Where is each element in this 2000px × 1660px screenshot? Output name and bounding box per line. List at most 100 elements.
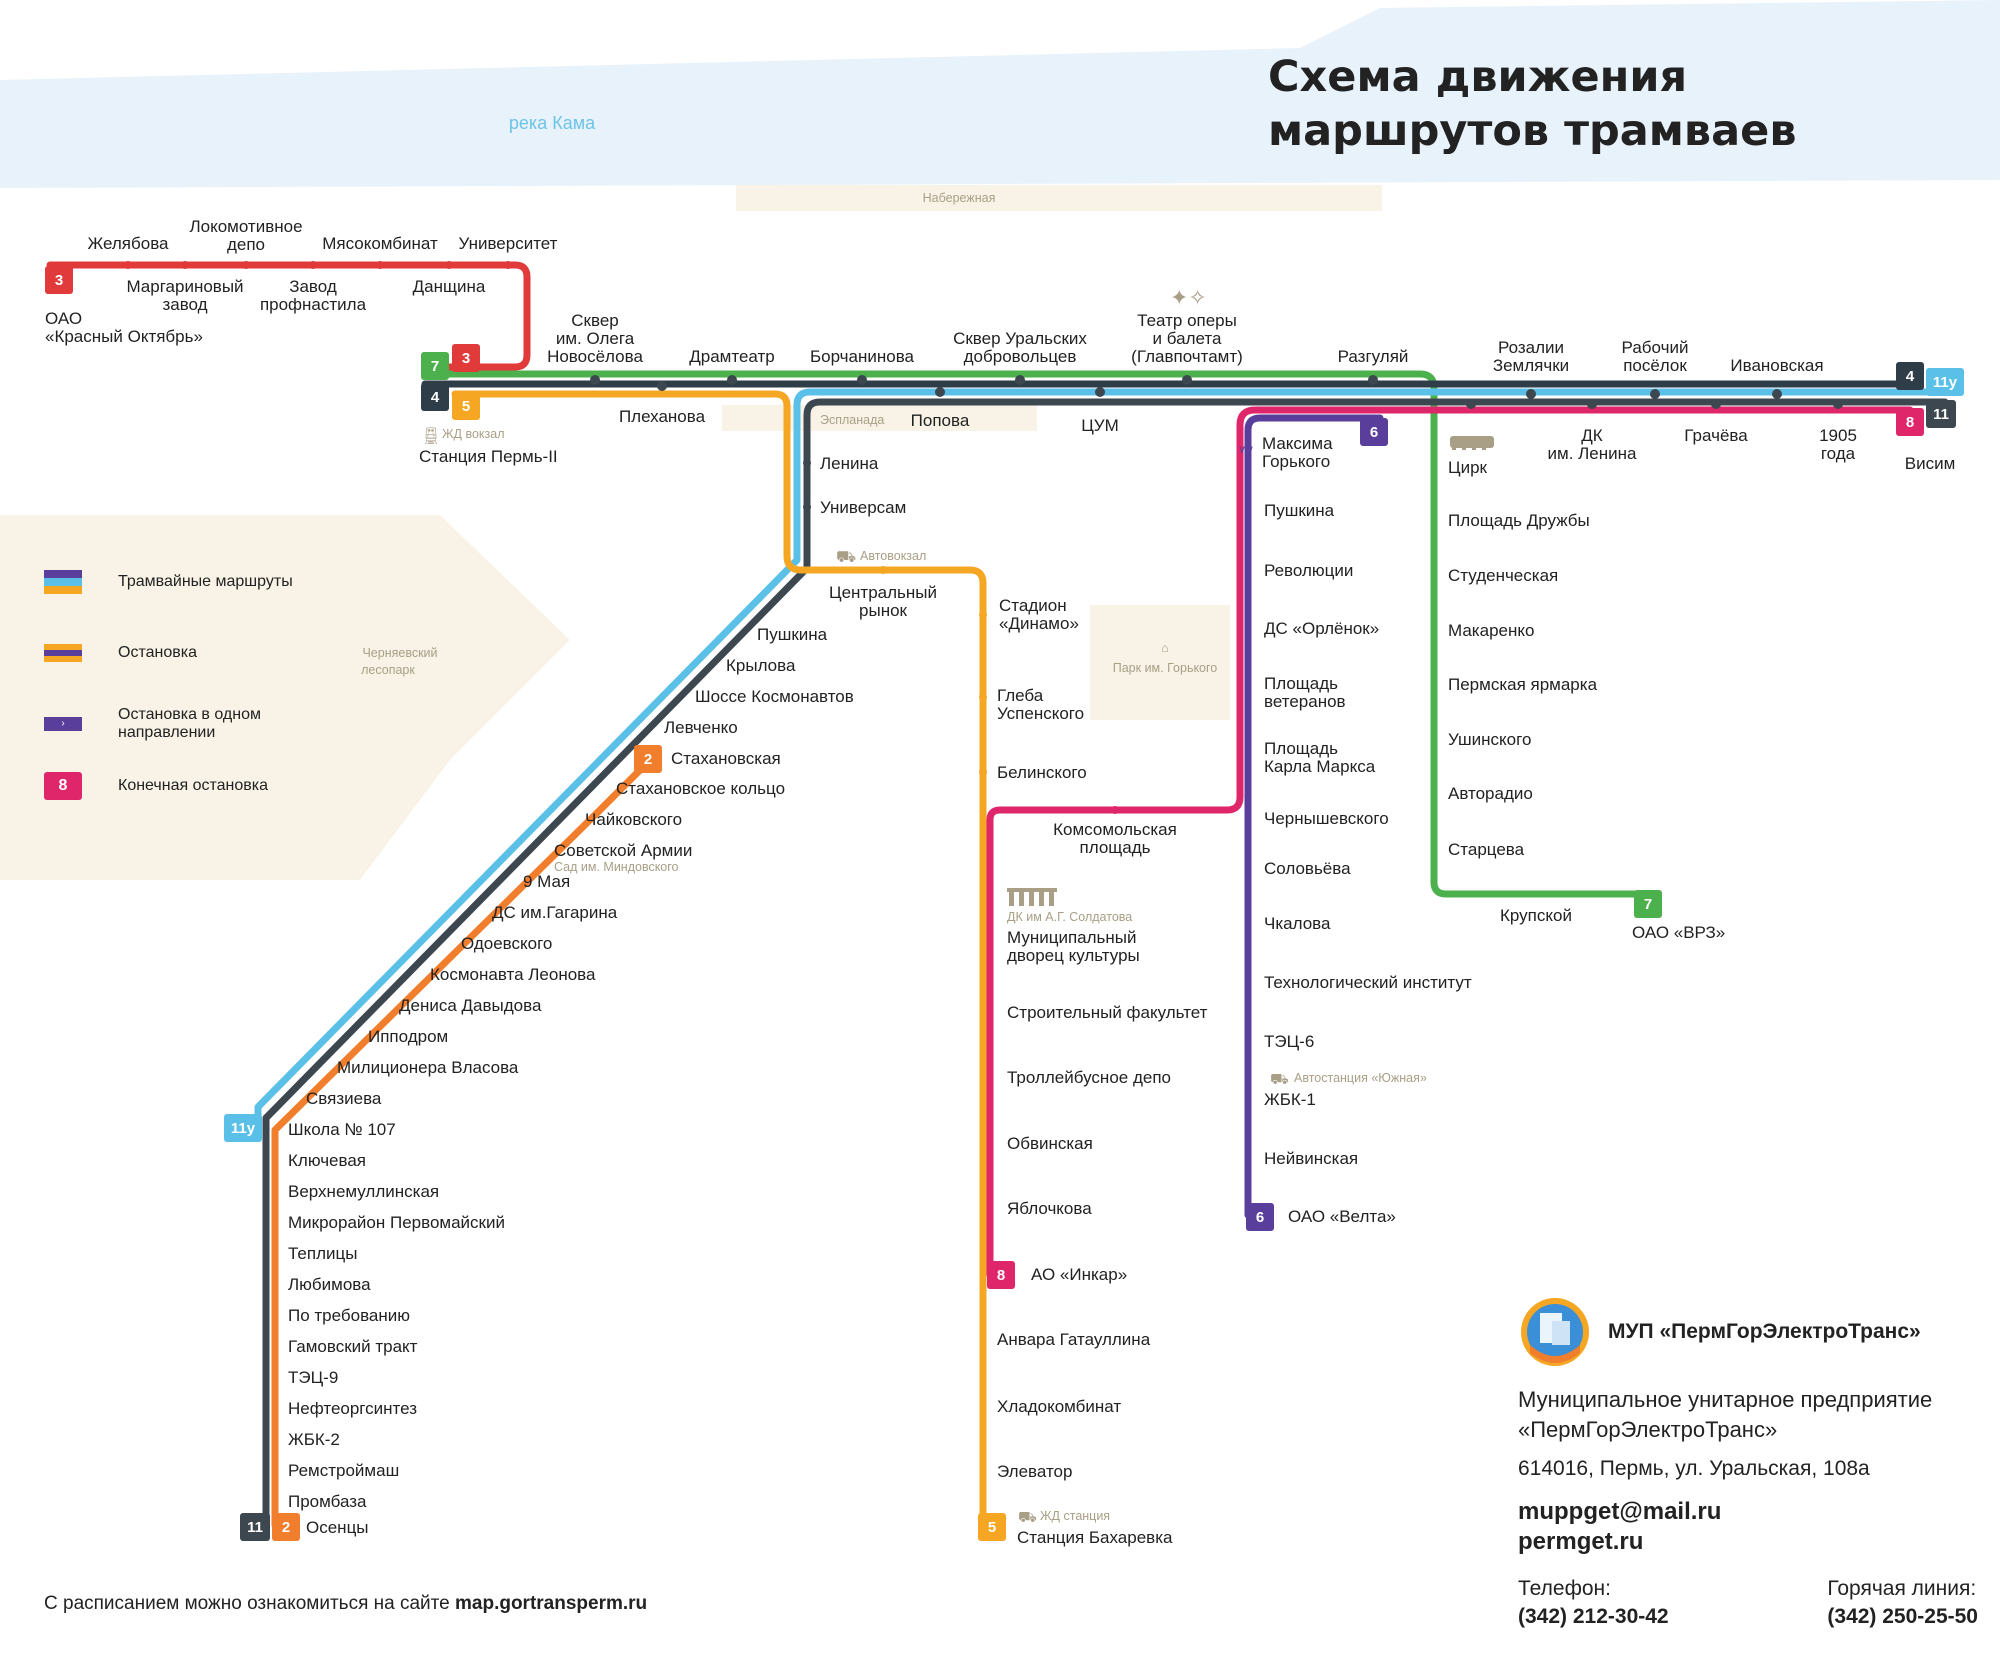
station-razgulyai: Разгуляй [1338,347,1409,366]
ballet-icon: ✦✧ [1170,286,1207,311]
station-zhelyabova: Желябова [88,234,170,253]
legend-routes-label: Трамвайные маршруты [118,573,293,590]
station-chaikovskogo: Чайковского [585,810,682,829]
phone-number[interactable]: (342) 212-30-42 [1518,1605,1669,1628]
station-gamovsky: Гамовский тракт [288,1337,418,1356]
stop-dot-stadion [979,611,987,619]
station-shosse: Шоссе Космонавтов [695,687,854,706]
route-3-line [46,261,531,371]
station-gleba-1: Глеба [997,686,1044,705]
station-borchaninova: Борчанинова [810,347,915,366]
station-gleba-2: Успенского [997,704,1084,723]
station-leonova: Космонавта Леонова [430,965,596,984]
station-lokomotiv-2: депо [227,235,265,254]
legend-terminal-label: Конечная остановка [118,777,269,794]
station-mundvor-1: Муниципальный [1007,928,1137,947]
station-may9: 9 Мая [523,872,570,891]
station-rabochiy-1: Рабочий [1622,338,1689,357]
badge-4-right-text: 4 [1906,368,1915,385]
station-rabochiy-2: посёлок [1623,356,1687,375]
station-velta: ОАО «Велта» [1288,1207,1396,1226]
poi-sad: Сад им. Миндовского [554,860,679,874]
station-orlenok: ДС «Орлёнок» [1264,619,1379,638]
stop-dot-1905 [1833,399,1843,409]
hotline-number[interactable]: (342) 250-25-50 [1827,1605,1978,1628]
legend-oneway: › Остановка в одном направлении [44,706,298,742]
station-vlasova: Милиционера Власова [337,1058,519,1077]
badge-3-mid-text: 3 [462,350,470,367]
station-inkar: АО «Инкар» [1031,1265,1127,1284]
route-2-line [271,754,656,1529]
station-khladokomb: Хладокомбинат [997,1397,1121,1416]
station-rozalii-2: Землячки [1493,356,1569,375]
embankment-area [736,185,1382,211]
station-zhbk1: ЖБК-1 [1264,1090,1316,1109]
river-area [0,0,2000,188]
station-tsrynok-2: рынок [859,601,908,620]
stop-dot-zavod [309,261,317,269]
station-ivanovskaya: Ивановская [1730,356,1823,375]
station-skver-3: Новосёлова [547,347,643,366]
station-student: Студенческая [1448,566,1558,585]
route-7-line [421,370,1656,898]
badge-5-left-text: 5 [462,398,470,415]
badge-5-end [978,1513,1006,1541]
station-davydova: Дениса Давыдова [399,996,542,1015]
station-popova: Попова [911,411,970,430]
badge-7-left-text: 7 [431,358,439,375]
station-dramteatr: Драмтеатр [689,347,774,366]
station-levchenko: Левченко [664,718,738,737]
badge-3-mid [452,344,480,372]
schedule-footer: С расписанием можно ознакомиться на сайт… [44,1593,647,1615]
company-email-link[interactable]: muppget@mail.ru [1518,1498,1722,1525]
station-veteran-1: Площадь [1264,674,1338,693]
station-1905-2: года [1821,444,1856,463]
station-odoevskogo: Одоевского [461,934,552,953]
stop-dot-lokomotiv [242,261,250,269]
badge-4-left-text: 4 [431,389,440,406]
station-druzhby: Площадь Дружбы [1448,511,1590,530]
station-remstroy: Ремстроймаш [288,1461,399,1480]
poi-dk-sold: ДК им А.Г. Солдатова [1007,910,1132,924]
stop-dot-margarin [181,261,189,269]
station-stadion-2: «Динамо» [999,614,1079,633]
badge-11-end [240,1513,270,1541]
stop-dot-teatr [1182,375,1192,385]
station-bakharevka: Станция Бахаревка [1017,1528,1173,1547]
badge-11-end-text: 11 [247,1519,263,1536]
badge-5-left [452,392,480,420]
stop-dot-skver [590,375,600,385]
station-nefteorg: Нефтеоргсинтез [288,1399,417,1418]
badge-6-top [1360,418,1388,446]
station-pervomaisky: Микрорайон Первомайский [288,1213,505,1232]
esplanada-area [722,405,1037,431]
company-phones: Телефон: (342) 212-30-42 Горячая линия: … [1518,1577,1978,1629]
train-icon-zhd-vokzal: 🚆︎ [421,426,441,445]
badge-8-right [1896,408,1924,436]
station-rozalii-1: Розалии [1498,338,1564,357]
station-makarenko: Макаренко [1448,621,1534,640]
station-visim: Висим [1905,454,1956,473]
stop-dot-ivanovskaya [1772,389,1782,399]
badge-4-left [421,383,449,411]
station-danshina: Данщина [413,277,486,296]
footer-link[interactable]: map.gortransperm.ru [455,1593,648,1614]
station-stadion-1: Стадион [999,596,1067,615]
station-vrz: ОАО «ВРЗ» [1632,923,1725,942]
station-pushkina-l: Пушкина [757,625,828,644]
badge-6-end-text: 6 [1256,1209,1264,1226]
badge-4-right [1896,362,1924,390]
station-myaso: Мясокомбинат [322,234,438,253]
station-klyuchevaya: Ключевая [288,1151,366,1170]
station-belinskogo: Белинского [997,763,1087,782]
stop-dot-universam [803,503,811,511]
company-site-link[interactable]: permget.ru [1518,1528,1644,1555]
station-komsom-1: Комсомольская [1053,820,1177,839]
badge-3-left [45,266,73,294]
palace-icon [1007,888,1057,906]
badge-3-left-text: 3 [55,272,63,289]
station-marks-2: Карла Маркса [1264,757,1376,776]
badge-8-end-text: 8 [997,1267,1005,1284]
badge-2-end-text: 2 [282,1519,290,1536]
company-address: 614016, Пермь, ул. Уральская, 108а [1518,1457,1870,1480]
